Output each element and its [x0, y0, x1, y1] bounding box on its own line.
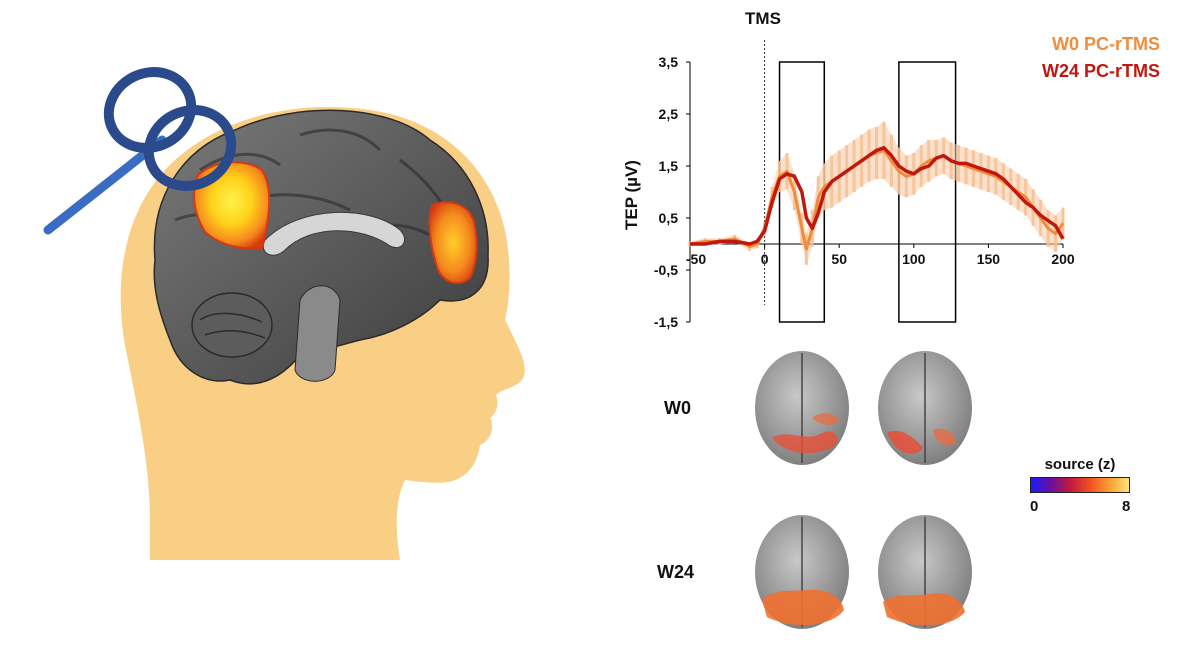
colorbar-max: 8: [1122, 498, 1131, 515]
colorbar: source (z) 0 8: [1030, 456, 1140, 515]
error-bands: [688, 121, 1065, 265]
y-tick-label: 1,5: [659, 158, 679, 174]
x-tick-label: 0: [761, 251, 769, 267]
w0-error-band: [690, 121, 1063, 265]
brain-w0-left: [755, 351, 849, 465]
legend-w0: W0 PC-rTMS: [1052, 34, 1160, 54]
head-brain-illustration: [43, 67, 525, 560]
x-tick-label: 50: [831, 251, 847, 267]
brain-w0-right: [878, 351, 972, 465]
colorbar-gradient: [1030, 477, 1130, 493]
legend-w24: W24 PC-rTMS: [1042, 61, 1160, 81]
colorbar-title: source (z): [1044, 456, 1116, 473]
y-tick-label: 3,5: [659, 54, 679, 70]
analysis-windows: [778, 61, 957, 323]
tms-event-label: TMS: [745, 9, 781, 28]
colorbar-min: 0: [1030, 498, 1039, 515]
y-tick-label: -0,5: [654, 262, 678, 278]
y-tick-label: 2,5: [659, 106, 679, 122]
brain-w24-left: [755, 515, 849, 629]
row-label-w24: W24: [657, 562, 695, 582]
row-label-w0: W0: [664, 398, 691, 418]
x-tick-label: 150: [977, 251, 1001, 267]
parietal-activation: [428, 201, 478, 285]
frontal-activation: [193, 161, 271, 250]
chart-axes: [686, 40, 1064, 323]
brain-w24-right: [878, 515, 972, 629]
x-tick-label: -50: [686, 251, 706, 267]
series-lines: [689, 146, 1065, 251]
source-brain-maps: [755, 351, 972, 629]
tms-coil-icon: [43, 67, 237, 235]
y-tick-label: -1,5: [654, 314, 678, 330]
x-tick-label: 100: [902, 251, 926, 267]
tick-labels: 3,5 2,5 1,5 0,5 -0,5 -1,5 -50 0 50 100 150 200: [654, 54, 1075, 330]
series-line-w24: [690, 146, 1065, 246]
y-axis-label: TEP (µV): [622, 160, 641, 230]
y-tick-label: 0,5: [659, 210, 679, 226]
tep-chart: TMS TEP (µV) W0 PC-rTMS W24 PC-rTMS 3,5 2…: [622, 9, 1160, 330]
x-tick-label: 200: [1051, 251, 1075, 267]
